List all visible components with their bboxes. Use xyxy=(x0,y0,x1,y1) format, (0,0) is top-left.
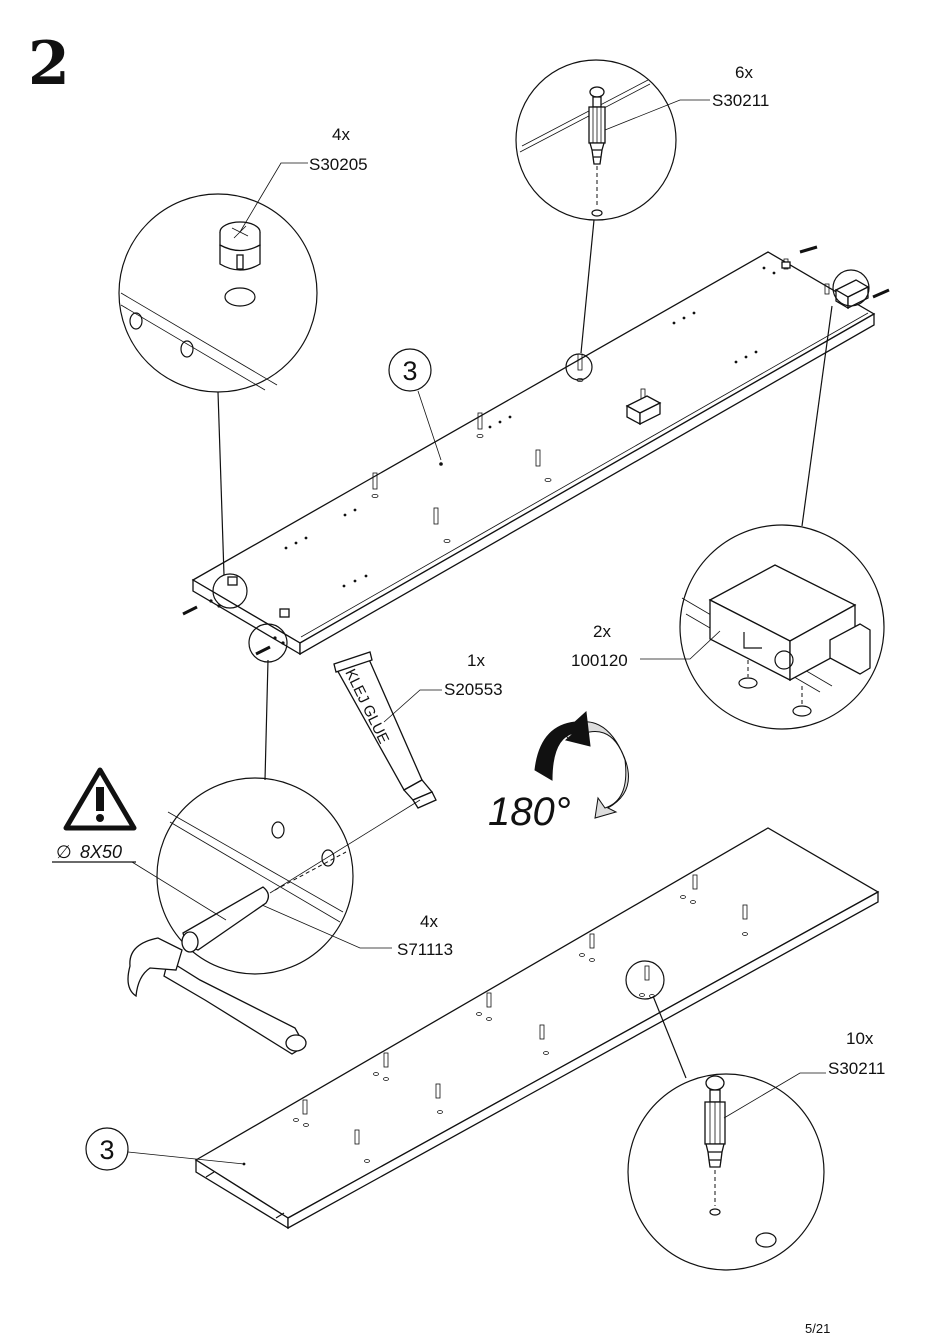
dowel-code: S71113 xyxy=(397,940,453,959)
cam-lock-detail: 4x S30205 xyxy=(118,125,368,576)
cam-bolt-bottom-code: S30211 xyxy=(828,1059,885,1078)
hammer-icon xyxy=(127,937,307,1055)
cam-bolt-bottom-detail: 10x S30211 xyxy=(627,995,885,1271)
glue-qty: 1x xyxy=(467,651,485,670)
cam-bolt-top-qty: 6x xyxy=(735,63,753,82)
warning-icon xyxy=(63,767,137,831)
panel-label-bottom: 3 xyxy=(85,1127,245,1171)
cam-bolt-top-code: S30211 xyxy=(712,91,769,110)
panel-label-top-text: 3 xyxy=(402,356,417,386)
panel-label-bottom-text: 3 xyxy=(99,1135,114,1165)
bracket-code: 100120 xyxy=(571,651,628,670)
panel-label-top: 3 xyxy=(388,348,442,461)
bottom-panel xyxy=(194,827,880,1230)
cam-lock-code: S30205 xyxy=(309,155,368,174)
step-number: 2 xyxy=(28,29,70,99)
dowel-size: 8X50 xyxy=(80,842,122,862)
glue-tube-icon: KLEJ GLUE xyxy=(333,651,437,809)
cam-bolt-icon xyxy=(588,86,606,165)
dowel-detail: ∅ 8X50 4x S71113 xyxy=(52,659,453,1055)
glue-code: S20553 xyxy=(444,680,503,699)
diameter-icon: ∅ xyxy=(56,842,72,862)
cam-lock-icon xyxy=(219,221,261,271)
cam-bolt-top-detail: 6x S30211 xyxy=(515,59,769,354)
bracket-qty: 2x xyxy=(593,622,611,641)
rotate-arrow-icon xyxy=(534,710,629,819)
bracket-icon xyxy=(708,564,871,682)
dowel-qty: 4x xyxy=(420,912,438,931)
cam-lock-qty: 4x xyxy=(332,125,350,144)
cam-bolt-bottom-qty: 10x xyxy=(846,1029,874,1048)
rotation-label: 180° xyxy=(488,790,571,834)
dowel-icon xyxy=(181,886,270,953)
glue-detail: KLEJ GLUE 1x S20553 xyxy=(333,651,503,809)
rotation-indicator: 180° xyxy=(488,710,629,834)
page-number: 5/21 xyxy=(805,1321,830,1336)
cam-bolt-icon xyxy=(704,1075,726,1168)
top-panel xyxy=(182,245,890,663)
bracket-detail: 2x 100120 xyxy=(571,305,885,730)
